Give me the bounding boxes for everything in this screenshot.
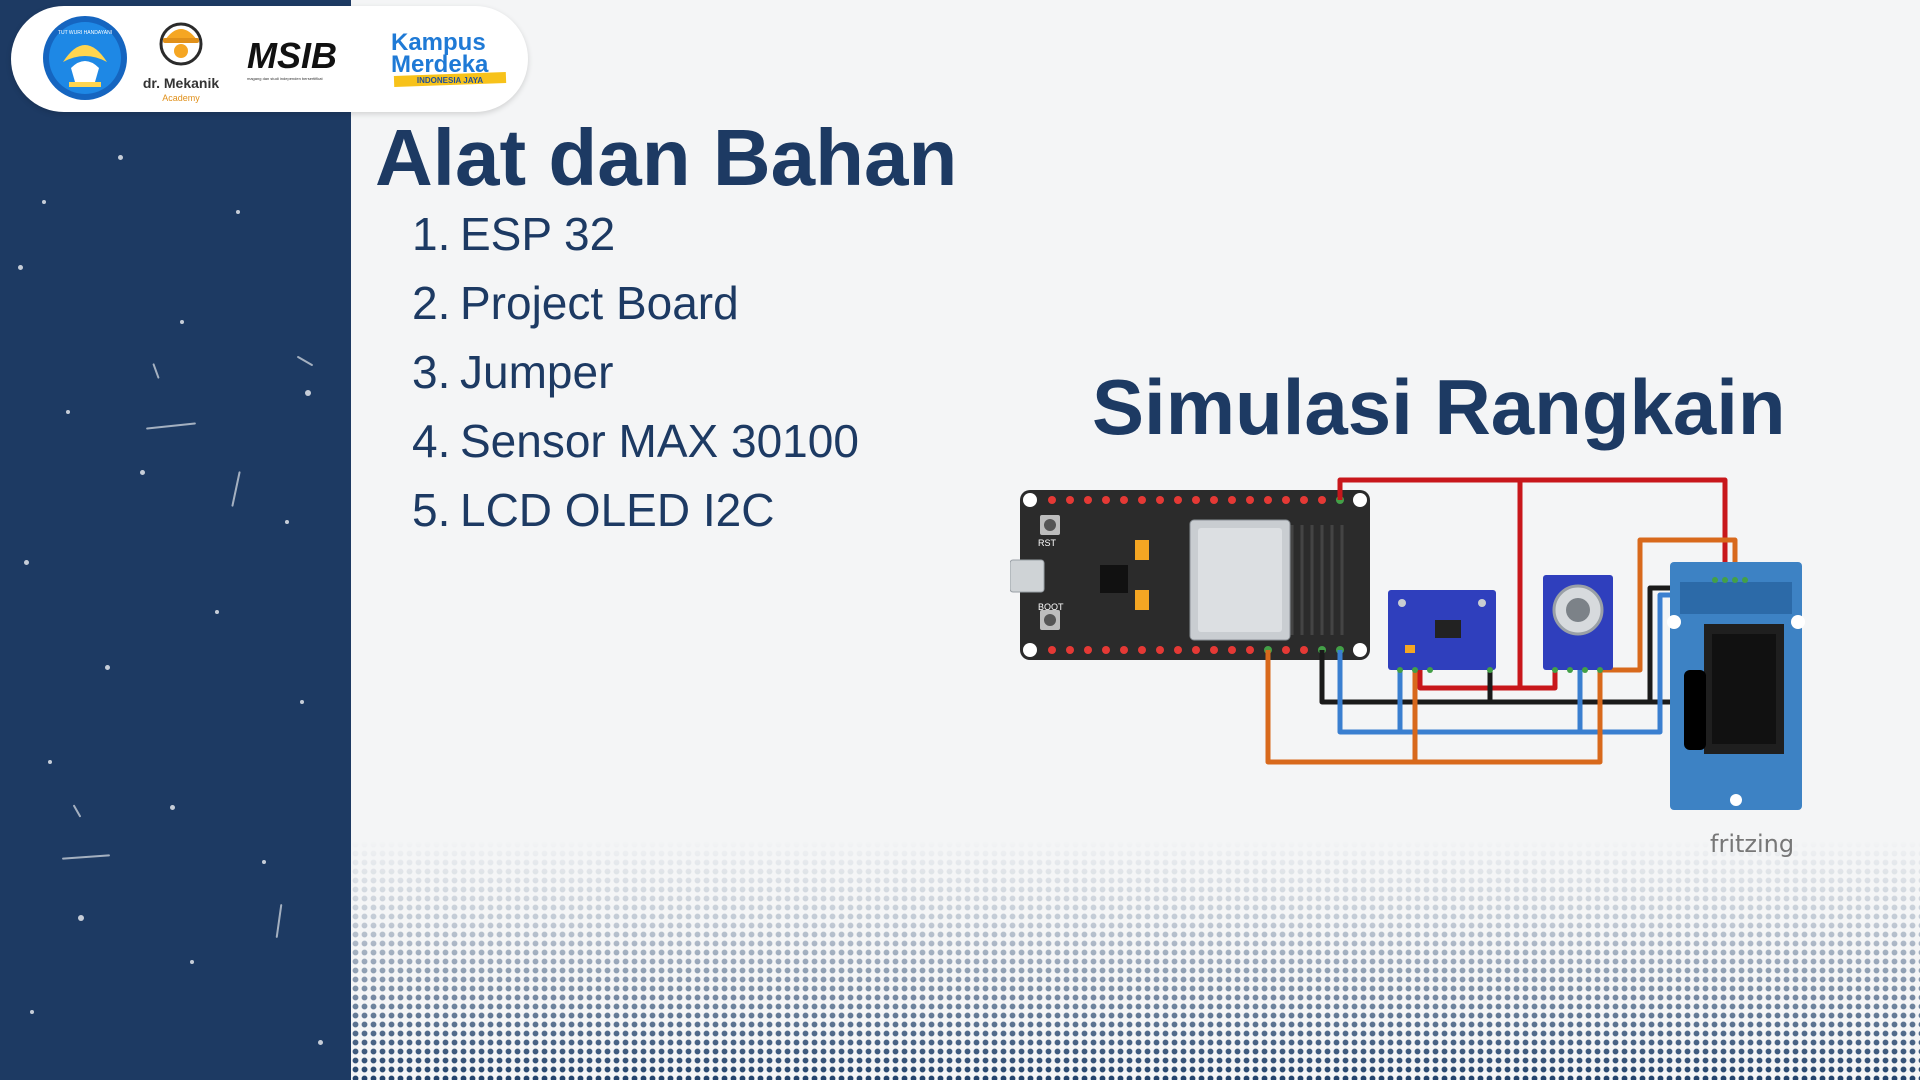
dr-mekanik-logo: dr. Mekanik Academy — [143, 22, 219, 103]
svg-text:BOOT: BOOT — [1038, 602, 1064, 612]
list-number: 4. — [412, 415, 451, 467]
svg-text:MSIB: MSIB — [247, 35, 337, 76]
partner-logos: TUT WURI HANDAYANI dr. Mekanik Academy M… — [43, 16, 507, 103]
max30100-module — [1388, 590, 1496, 673]
svg-text:RST: RST — [1038, 538, 1057, 548]
materials-list: 1.ESP 32 2.Project Board 3.Jumper 4.Sens… — [412, 204, 859, 549]
list-number: 2. — [412, 277, 451, 329]
list-label: ESP 32 — [460, 208, 616, 260]
list-number: 3. — [412, 346, 451, 398]
esp32-board: RST BOOT — [1010, 490, 1370, 660]
list-number: 5. — [412, 484, 451, 536]
page-title: Alat dan Bahan — [375, 113, 958, 202]
temperature-sensor-module — [1543, 575, 1613, 673]
svg-text:magang dan studi independen be: magang dan studi independen bersertifika… — [247, 76, 323, 81]
tutwuri-logo: TUT WURI HANDAYANI — [43, 16, 127, 100]
list-item: 5.LCD OLED I2C — [412, 480, 859, 549]
list-label: LCD OLED I2C — [460, 484, 775, 536]
simulation-title: Simulasi Rangkain — [1092, 363, 1786, 451]
svg-text:Academy: Academy — [162, 93, 200, 103]
list-label: Jumper — [460, 346, 614, 398]
logo-bar: TUT WURI HANDAYANI dr. Mekanik Academy M… — [11, 6, 528, 112]
list-label: Project Board — [460, 277, 739, 329]
list-item: 3.Jumper — [412, 342, 859, 411]
dot-pattern — [351, 840, 1920, 1080]
fritzing-label: fritzing — [1710, 830, 1794, 858]
svg-text:TUT WURI HANDAYANI: TUT WURI HANDAYANI — [58, 30, 112, 36]
sidebar-panel — [0, 0, 351, 1080]
msib-logo: MSIB magang dan studi independen bersert… — [247, 35, 337, 81]
list-item: 1.ESP 32 — [412, 204, 859, 273]
kampus-merdeka-logo: Kampus Merdeka INDONESIA JAYA — [391, 29, 507, 87]
oled-display-module — [1667, 562, 1805, 810]
list-item: 4.Sensor MAX 30100 — [412, 411, 859, 480]
list-item: 2.Project Board — [412, 273, 859, 342]
list-number: 1. — [412, 208, 451, 260]
circuit-diagram: RST BOOT — [1010, 477, 1805, 858]
svg-text:INDONESIA JAYA: INDONESIA JAYA — [417, 76, 483, 85]
list-label: Sensor MAX 30100 — [460, 415, 859, 467]
svg-text:Kampus: Kampus — [391, 29, 486, 56]
svg-text:dr. Mekanik: dr. Mekanik — [143, 75, 219, 91]
